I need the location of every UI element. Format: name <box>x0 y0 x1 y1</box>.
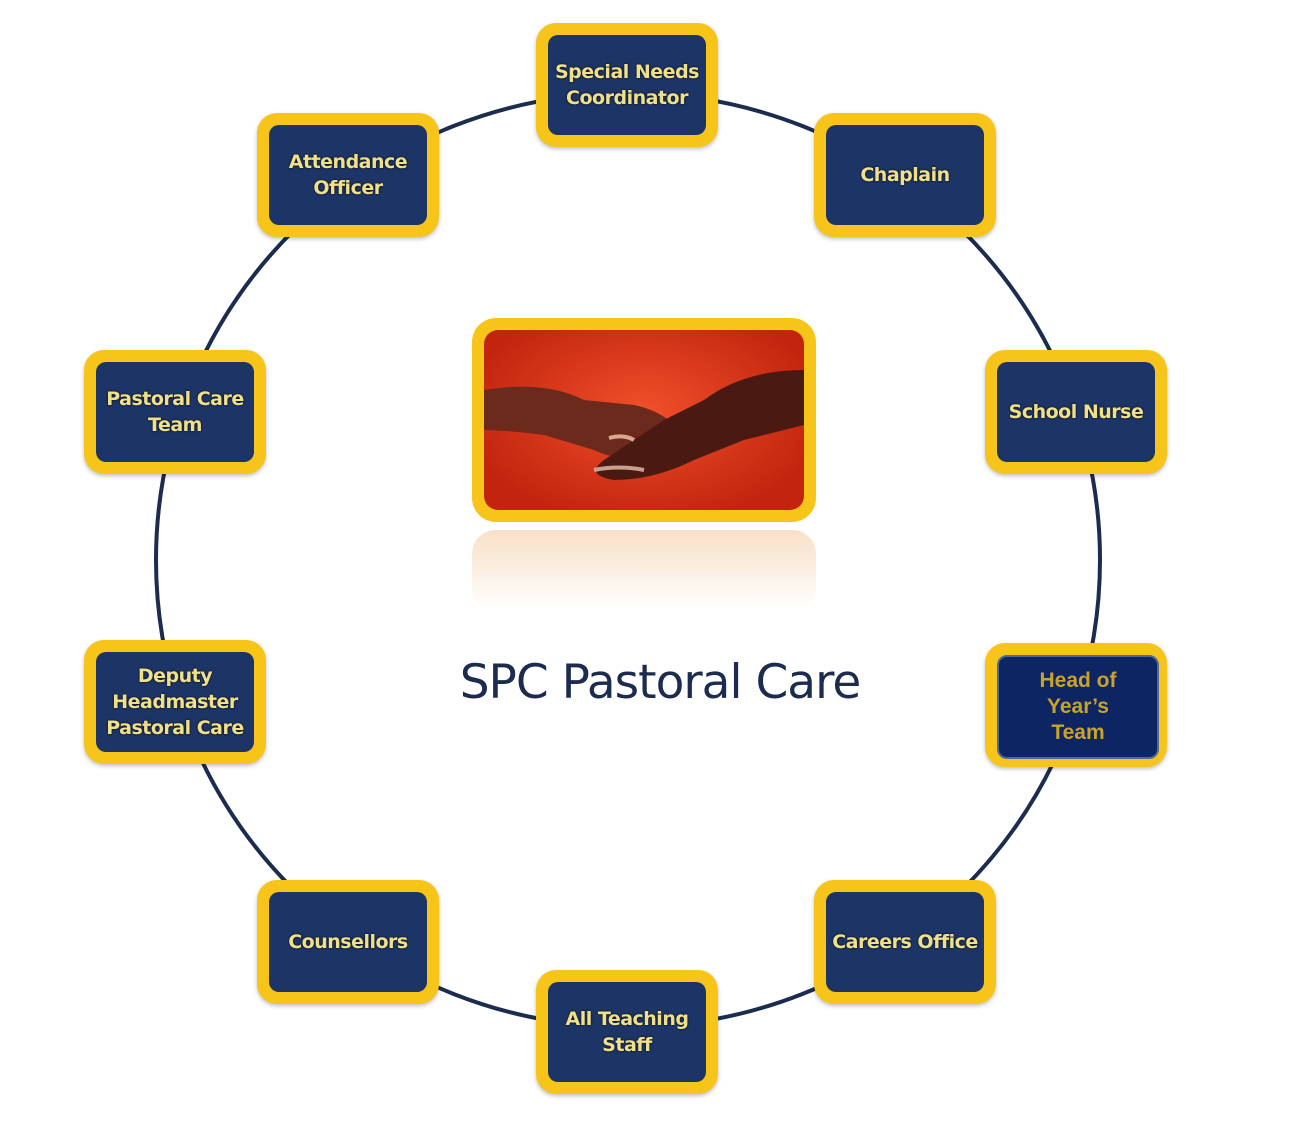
node-label: All Teaching Staff <box>548 982 706 1082</box>
node-deputy-headmaster: Deputy Headmaster Pastoral Care <box>84 640 266 764</box>
node-label: Careers Office <box>826 892 984 992</box>
node-counsellors: Counsellors <box>257 880 439 1004</box>
image-reflection <box>472 530 816 610</box>
node-attendance-officer: Attendance Officer <box>257 113 439 237</box>
node-all-teaching-staff: All Teaching Staff <box>536 970 718 1094</box>
node-special-needs-coordinator: Special Needs Coordinator <box>536 23 718 147</box>
node-chaplain: Chaplain <box>814 113 996 237</box>
node-label: Special Needs Coordinator <box>548 35 706 135</box>
node-label: Head of Year’s Team <box>997 655 1159 759</box>
diagram-title: SPC Pastoral Care <box>459 655 862 710</box>
handshake-icon <box>484 370 804 480</box>
node-label: Counsellors <box>269 892 427 992</box>
node-label: Attendance Officer <box>269 125 427 225</box>
node-label: Deputy Headmaster Pastoral Care <box>96 652 254 752</box>
node-label: Pastoral Care Team <box>96 362 254 462</box>
handshake-image <box>472 318 816 522</box>
node-careers-office: Careers Office <box>814 880 996 1004</box>
node-label: School Nurse <box>997 362 1155 462</box>
node-label: Chaplain <box>826 125 984 225</box>
node-pastoral-care-team: Pastoral Care Team <box>84 350 266 474</box>
node-head-of-years-team: Head of Year’s Team <box>985 643 1167 767</box>
node-school-nurse: School Nurse <box>985 350 1167 474</box>
